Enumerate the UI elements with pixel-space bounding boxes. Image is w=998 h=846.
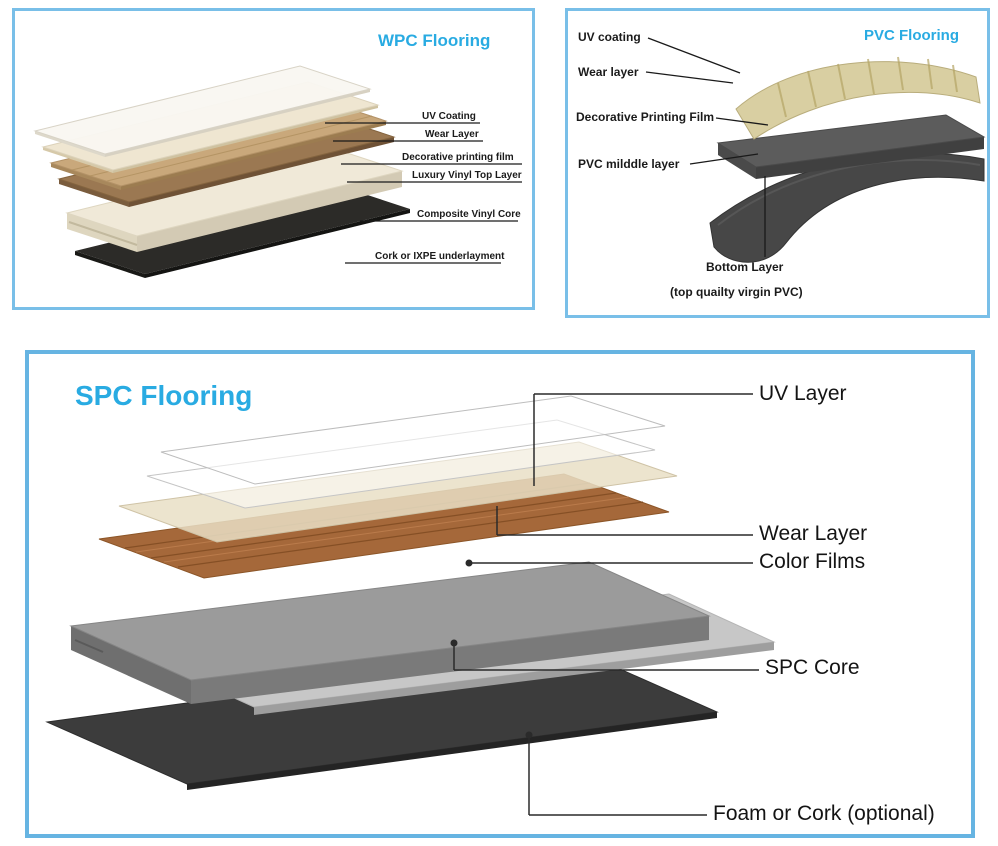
spc-layer-core <box>69 561 711 704</box>
wpc-label-wear-layer: Wear Layer <box>425 129 479 140</box>
spc-label-foam-or-cork: Foam or Cork (optional) <box>713 802 935 825</box>
pvc-label-decorative-film: Decorative Printing Film <box>576 110 715 124</box>
wpc-layer-cork-underlayment <box>75 186 410 278</box>
wpc-title: WPC Flooring <box>378 31 491 50</box>
spc-layer-uv-sheets <box>146 395 666 509</box>
pvc-label-bottom-layer-sub: (top quailty virgin PVC) <box>670 285 803 299</box>
spc-label-color-films: Color Films <box>759 550 866 573</box>
spc-illustration <box>45 393 776 816</box>
spc-label-spc-core: SPC Core <box>765 656 860 679</box>
wpc-label-uv-coating: UV Coating <box>422 111 476 122</box>
wpc-label-decorative-film: Decorative printing film <box>402 152 514 163</box>
pvc-title: PVC Flooring <box>864 27 959 44</box>
spc-title: SPC Flooring <box>75 380 253 411</box>
pvc-label-wear-layer: Wear layer <box>578 65 639 79</box>
pvc-label-bottom-layer: Bottom Layer <box>706 260 784 274</box>
wpc-illustration <box>33 65 522 278</box>
pvc-layer-middle <box>716 114 986 179</box>
spc-connector-lines <box>450 393 759 816</box>
wpc-label-composite-core: Composite Vinyl Core <box>417 209 521 220</box>
wpc-connector-lines <box>325 122 522 264</box>
pvc-label-uv-coating: UV coating <box>578 30 641 44</box>
wpc-panel: WPC Flooring UV Coating Wear Layer Decor… <box>12 8 535 310</box>
pvc-label-middle-layer: PVC milddle layer <box>578 157 680 171</box>
pvc-illustration <box>645 37 986 263</box>
pvc-connector-lines <box>645 37 769 257</box>
wpc-layer-composite-core <box>65 147 404 252</box>
pvc-layer-wood-sheet <box>735 56 981 140</box>
spc-label-wear-layer: Wear Layer <box>759 522 868 545</box>
wpc-layer-uv-coating <box>33 65 372 157</box>
wpc-label-luxury-vinyl-top: Luxury Vinyl Top Layer <box>412 170 522 181</box>
wpc-label-cork-underlayment: Cork or IXPE underlayment <box>375 251 505 262</box>
pvc-panel: PVC Flooring UV coating Wear layer Decor… <box>565 8 990 318</box>
spc-label-uv-layer: UV Layer <box>759 382 847 405</box>
spc-panel: SPC Flooring UV Layer Wear Layer Color F… <box>25 350 975 838</box>
